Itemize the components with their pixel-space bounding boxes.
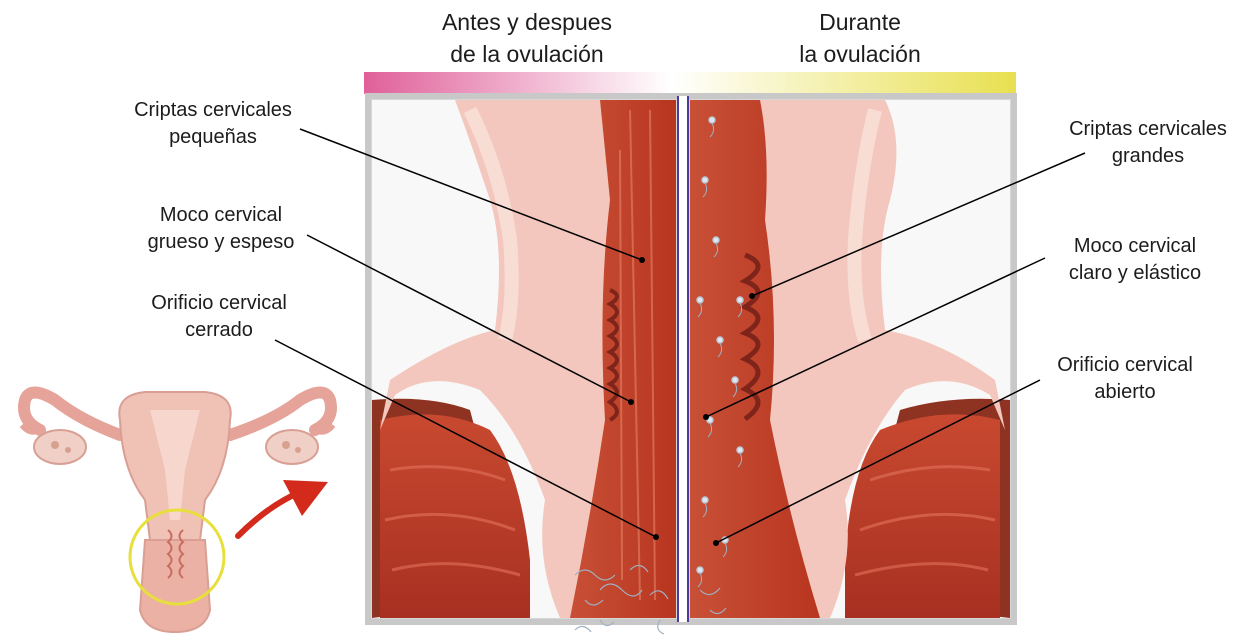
uterus-illustration [22, 392, 333, 632]
label-small-crypts: Criptas cervicales pequeñas [124, 97, 302, 151]
header-before-after-line1: Antes y despues [407, 6, 647, 38]
header-during-line2: la ovulación [760, 38, 960, 70]
label-clear-mucus-line1: Moco cervical [1055, 233, 1215, 260]
right-cervix-panel [690, 100, 1010, 618]
label-open-os-line1: Orificio cervical [1045, 352, 1205, 379]
label-large-crypts-line1: Criptas cervicales [1058, 116, 1238, 143]
label-large-crypts-line2: grandes [1058, 143, 1238, 170]
ovulation-color-bar [364, 72, 1016, 94]
label-closed-os-line2: cerrado [140, 317, 298, 344]
label-closed-os-line1: Orificio cervical [140, 290, 298, 317]
label-small-crypts-line2: pequeñas [124, 124, 302, 151]
header-during-ovulation: Durante la ovulación [760, 6, 960, 70]
label-clear-mucus-line2: claro y elástico [1055, 260, 1215, 287]
label-clear-mucus: Moco cervical claro y elástico [1055, 233, 1215, 287]
header-before-after-line2: de la ovulación [407, 38, 647, 70]
header-before-after-ovulation: Antes y despues de la ovulación [407, 6, 647, 70]
right-ovary [266, 430, 318, 464]
left-ovary [34, 430, 86, 464]
label-thick-mucus-line1: Moco cervical [141, 202, 301, 229]
header-during-line1: Durante [760, 6, 960, 38]
zoom-arrow-icon [238, 480, 328, 536]
label-small-crypts-line1: Criptas cervicales [124, 97, 302, 124]
label-open-os-line2: abierto [1045, 379, 1205, 406]
label-large-crypts: Criptas cervicales grandes [1058, 116, 1238, 170]
label-closed-os: Orificio cervical cerrado [140, 290, 298, 344]
label-thick-mucus: Moco cervical grueso y espeso [141, 202, 301, 256]
label-thick-mucus-line2: grueso y espeso [141, 229, 301, 256]
left-cervix-panel [372, 100, 676, 618]
label-open-os: Orificio cervical abierto [1045, 352, 1205, 406]
